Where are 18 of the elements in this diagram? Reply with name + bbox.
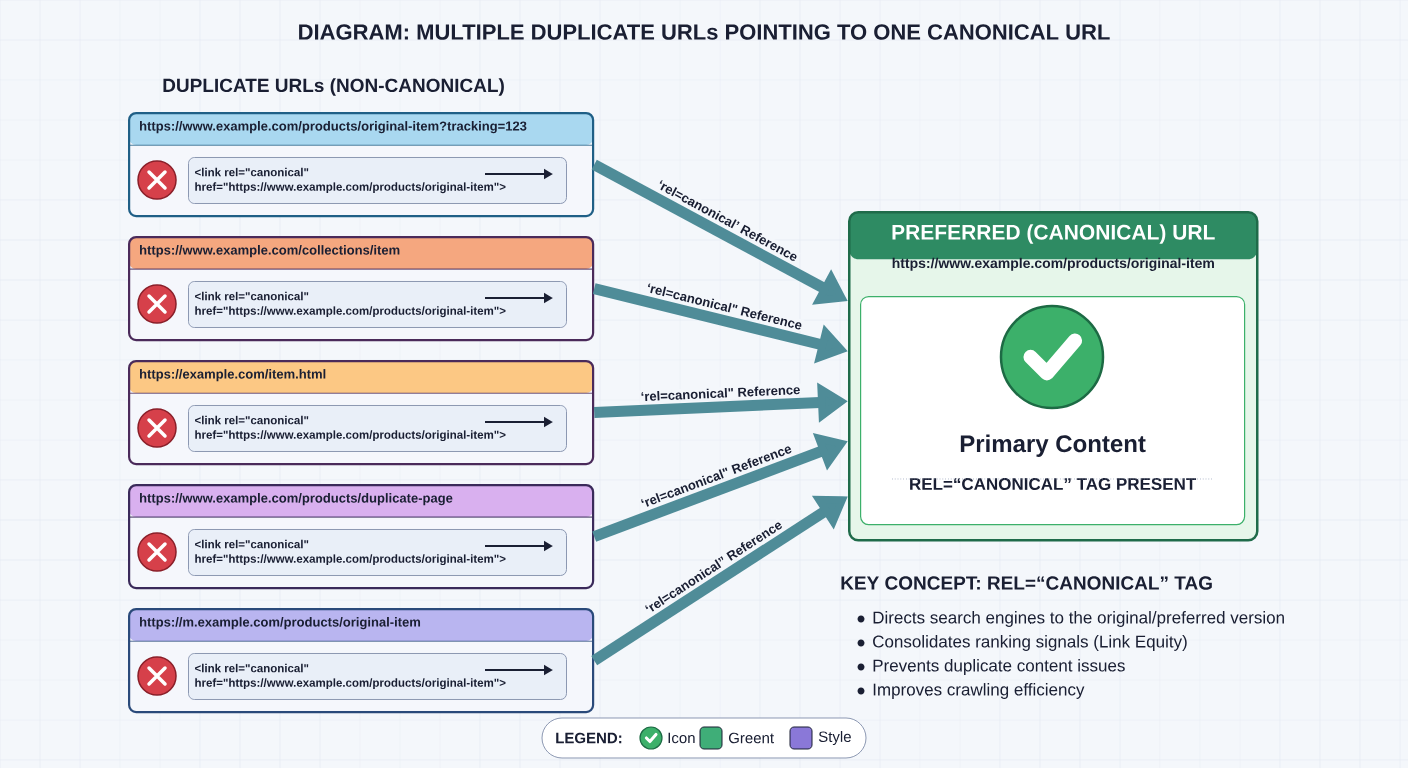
heading: KEY CONCEPT: REL=“CANONICAL” TAG xyxy=(841,576,1212,590)
bullet-item: Directs search engines to the original/preferred version xyxy=(873,611,1284,627)
bullet-item: Consolidates ranking signals (Link Equity) xyxy=(873,635,1187,651)
legend-title: LEGEND: xyxy=(556,732,622,744)
bullet-item: Improves crawling efficiency xyxy=(873,683,1085,699)
code-box: <link rel="canonical" href="https://www.example.com/products/original-item"> xyxy=(188,529,567,576)
code-box: <link rel="canonical" href="https://www.example.com/products/original-item"> xyxy=(188,157,567,204)
legend-label: Style xyxy=(818,731,851,745)
code-box: <link rel="canonical" href="https://www.example.com/products/original-item"> xyxy=(188,653,567,700)
bullet-item: Prevents duplicate content issues xyxy=(873,659,1125,675)
legend-label: Icon xyxy=(668,732,695,744)
legend-label: Greent xyxy=(728,732,774,744)
title: DIAGRAM: MULTIPLE DUPLICATE URLs POINTING TO ONE CANONICAL URL xyxy=(299,24,1110,40)
code-box: <link rel="canonical" href="https://www.example.com/products/original-item"> xyxy=(188,405,567,452)
heading: DUPLICATE URLs (NON-CANONICAL) xyxy=(163,78,504,96)
content-box: Primary Content REL=“CANONICAL” TAG PRESENT xyxy=(860,296,1246,526)
code-box: <link rel="canonical" href="https://www.example.com/products/original-item"> xyxy=(188,281,567,328)
edge-label: ‘rel=canonical" Reference xyxy=(639,383,802,403)
